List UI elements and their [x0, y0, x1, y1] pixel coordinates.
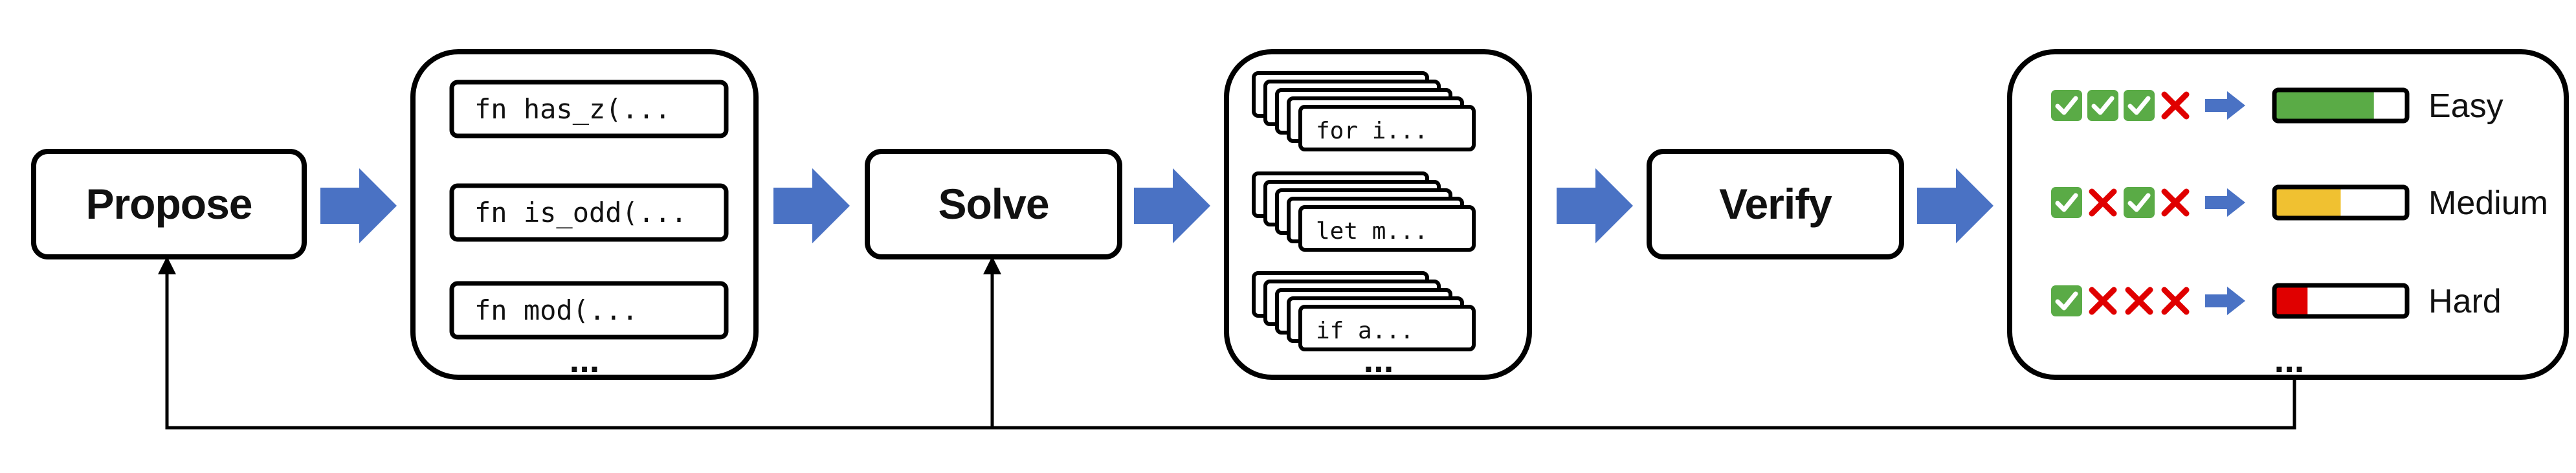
proposal-code: fn mod(... — [474, 294, 638, 326]
arrow-icon — [773, 168, 850, 243]
difficulty-panel: EasyMediumHard ... — [2007, 49, 2569, 380]
feedback-loop — [158, 256, 2296, 430]
difficulty-label: Easy — [2428, 87, 2504, 125]
proposal-code: fn is_odd(... — [474, 197, 687, 228]
difficulty-row: Medium — [2051, 184, 2548, 222]
check-icon — [2051, 187, 2082, 218]
check-icon — [2051, 90, 2082, 121]
solution-stack: if a... — [1252, 271, 1476, 351]
solutions-panel: for i... let m... if a... ... — [1224, 49, 1532, 380]
difficulty-label: Medium — [2428, 184, 2548, 222]
verify-box: Verify — [1647, 149, 1904, 259]
arrow-icon — [1917, 168, 1993, 243]
arrow-icon — [320, 168, 397, 243]
propose-label: Propose — [85, 180, 252, 228]
difficulty-bar — [2272, 283, 2410, 319]
arrow-icon — [1557, 168, 1633, 243]
verify-label: Verify — [1719, 180, 1832, 228]
arrow-icon — [1134, 168, 1210, 243]
difficulty-bar — [2272, 87, 2410, 124]
proposal-code: fn has_z(... — [474, 93, 671, 125]
solutions-ellipsis: ... — [1364, 339, 1394, 380]
difficulty-bar-fill — [2274, 285, 2308, 316]
proposals-ellipsis: ... — [570, 339, 600, 380]
solution-code: for i... — [1316, 118, 1428, 144]
proposals-panel: fn has_z(... fn is_odd(... fn mod(... ..… — [410, 49, 759, 380]
solution-code: let m... — [1316, 218, 1428, 245]
difficulty-row: Easy — [2051, 87, 2504, 125]
solution-code: if a... — [1316, 318, 1414, 344]
difficulty-ellipsis: ... — [2274, 339, 2305, 380]
solve-box: Solve — [865, 149, 1122, 259]
solve-label: Solve — [938, 180, 1049, 228]
difficulty-label: Hard — [2428, 283, 2502, 320]
difficulty-row: Hard — [2051, 283, 2502, 320]
check-icon — [2087, 90, 2118, 121]
difficulty-bar — [2272, 184, 2410, 221]
difficulty-bar-fill — [2274, 90, 2374, 121]
difficulty-bar-fill — [2274, 187, 2341, 218]
check-icon — [2124, 90, 2155, 121]
solution-stack: let m... — [1252, 171, 1476, 252]
solution-stack: for i... — [1252, 71, 1476, 151]
check-icon — [2051, 285, 2082, 316]
check-icon — [2124, 187, 2155, 218]
proposal-card: fn has_z(... — [449, 80, 729, 138]
propose-box: Propose — [31, 149, 307, 259]
proposal-card: fn is_odd(... — [449, 183, 729, 242]
proposal-card: fn mod(... — [449, 281, 729, 340]
